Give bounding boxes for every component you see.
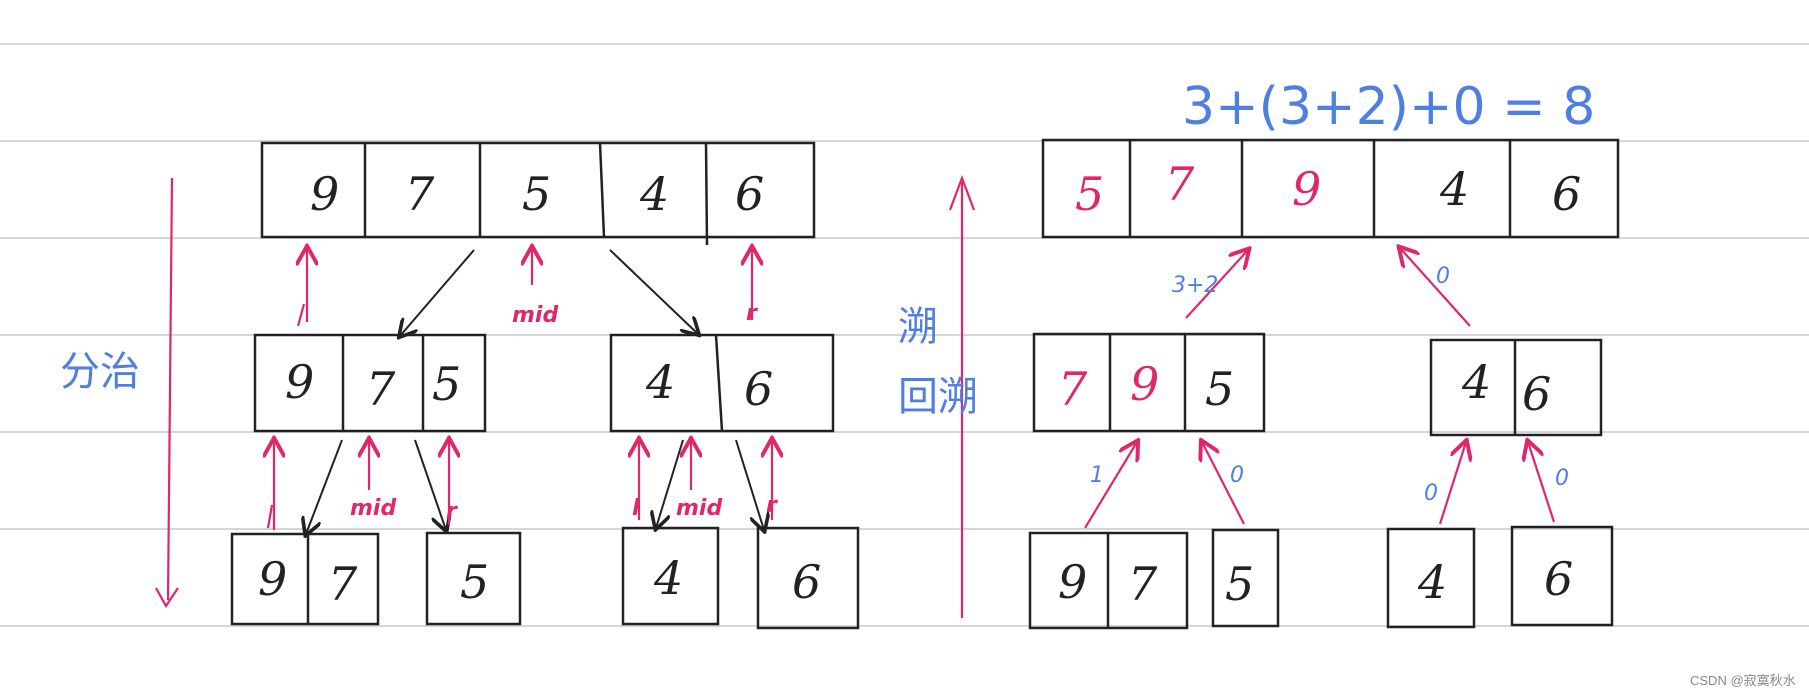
left-mid-left-array: 9 7 5 [253, 333, 487, 433]
array-cell: 6 [1552, 167, 1581, 221]
array-cell: 5 [1205, 362, 1234, 416]
l-label: l [632, 496, 640, 521]
array-cell: 5 [460, 555, 489, 609]
array-cell: 5 [1075, 167, 1104, 221]
array-cell: 5 [432, 357, 461, 411]
mid-label: mid [350, 496, 396, 521]
inversion-count-label: 0 [1424, 481, 1438, 506]
array-cell: 4 [1461, 355, 1491, 409]
divide-direction-arrow [155, 177, 179, 609]
left-level1-pointers: mid r [298, 248, 758, 336]
array-cell: 6 [1522, 367, 1551, 421]
inversion-count-label: 0 [1555, 466, 1569, 491]
mid-label: mid [512, 303, 558, 328]
left-top-array: 9 7 5 4 6 [260, 141, 816, 246]
array-cell: 7 [1128, 557, 1158, 611]
backtrack-title-line1: 溯 [898, 304, 938, 350]
right-level2-merge-arrows: 1 0 0 0 [1084, 442, 1569, 529]
r-label: r [446, 499, 458, 524]
array-cell: 9 [1058, 555, 1087, 609]
backtrack-title-line2: 回溯 [898, 374, 978, 420]
left-level2-pointers: mid r l mid r [268, 440, 778, 534]
watermark-credit: CSDN @寂寞秋水 [1690, 673, 1796, 688]
array-cell: 7 [1058, 362, 1088, 416]
r-label: r [746, 301, 758, 326]
array-cell: 7 [328, 557, 358, 611]
right-mid-right-array: 4 6 [1429, 338, 1603, 437]
array-cell: 9 [310, 167, 339, 221]
right-bottom-arrays: 9 7 5 4 6 [1028, 525, 1614, 630]
inversion-count-label: 0 [1230, 463, 1244, 488]
array-cell: 4 [1439, 162, 1469, 216]
inversion-count-label: 0 [1436, 264, 1450, 289]
array-cell: 4 [1417, 555, 1447, 609]
inversion-count-label: 3+2 [1172, 273, 1218, 298]
array-cell: 9 [1292, 162, 1321, 216]
backtrack-direction-arrow [948, 174, 976, 618]
r-label: r [766, 493, 778, 518]
left-mid-right-array: 4 6 [609, 333, 835, 433]
array-cell: 7 [366, 362, 396, 416]
array-cell: 4 [645, 355, 675, 409]
array-cell: 9 [285, 355, 314, 409]
array-cell: 6 [1544, 552, 1573, 606]
array-cell: 5 [1225, 557, 1254, 611]
array-cell: 5 [522, 167, 551, 221]
right-top-array: 5 7 9 4 6 [1041, 138, 1620, 239]
right-level1-merge-arrows: 3+2 0 [1172, 248, 1471, 327]
array-cell: 6 [735, 167, 764, 221]
array-cell: 6 [744, 362, 773, 416]
array-cell: 9 [1130, 357, 1159, 411]
array-cell: 7 [1165, 157, 1195, 211]
left-bottom-arrays: 9 7 5 4 6 [230, 526, 860, 630]
divide-title: 分治 [60, 349, 140, 395]
inversion-sum-equation: 3+(3+2)+0 = 8 [1182, 77, 1595, 137]
array-cell: 9 [258, 552, 287, 606]
array-cell: 7 [405, 167, 435, 221]
array-cell: 6 [792, 555, 821, 609]
array-cell: 4 [653, 551, 683, 605]
array-cell: 4 [639, 167, 669, 221]
mid-label: mid [676, 496, 722, 521]
inversion-count-label: 1 [1090, 463, 1104, 488]
right-mid-left-array: 7 9 5 [1032, 332, 1266, 433]
